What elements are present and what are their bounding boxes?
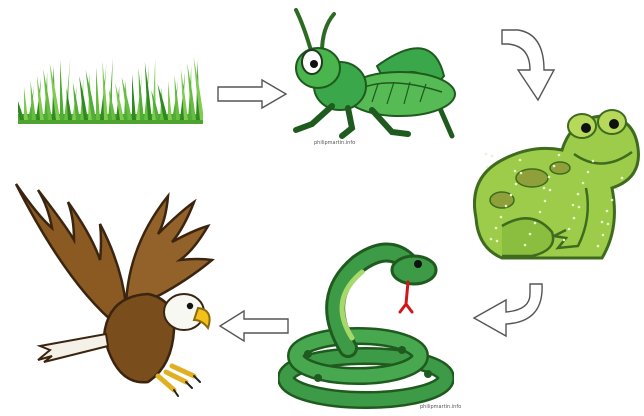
frog-spot	[544, 200, 547, 203]
frog-spot	[510, 194, 513, 197]
frog-spot	[543, 187, 546, 190]
frog-spot	[486, 166, 489, 169]
grass-blade	[96, 67, 100, 120]
frog-spot	[572, 204, 575, 207]
frog-spot	[490, 238, 493, 241]
frog-spot	[577, 193, 580, 196]
frog-spot	[621, 177, 624, 180]
frog-spot	[520, 172, 523, 175]
frog-spot	[558, 154, 561, 157]
frog-spot	[582, 182, 585, 185]
frog-spot	[606, 210, 609, 213]
frog-spot	[515, 183, 518, 186]
grass-blade	[79, 76, 88, 120]
frog-spot	[607, 223, 610, 226]
frog-spot	[514, 170, 517, 173]
arrow-frog-to-snake	[470, 282, 546, 340]
frog-spot	[549, 189, 552, 192]
frog-spot	[529, 233, 532, 236]
frog-spot	[519, 159, 522, 162]
frog-spot	[500, 216, 503, 219]
frog-spot	[578, 206, 581, 209]
frog-spot	[485, 153, 488, 156]
frog-spot	[495, 227, 498, 230]
frog-spot	[553, 165, 556, 168]
frog-spot	[534, 222, 537, 225]
frog-spot	[563, 239, 566, 242]
frog-spot	[616, 188, 619, 191]
frog-spot	[573, 217, 576, 220]
grass-blade	[132, 74, 136, 120]
grass-blade	[187, 63, 196, 120]
grasshopper-credit: philipmartin.info	[314, 140, 355, 146]
frog-spot	[601, 221, 604, 224]
eagle-image	[8, 176, 220, 398]
frog-spot	[491, 155, 494, 158]
snake-image	[278, 238, 454, 410]
grasshopper-image	[282, 6, 462, 146]
frog-spot	[568, 228, 571, 231]
frog-spot	[602, 234, 605, 237]
frog-spot	[611, 199, 614, 202]
grass-blade	[24, 87, 28, 120]
frog-spot	[539, 211, 542, 214]
frog-image	[462, 108, 644, 266]
arrow-grasshopper-to-frog	[498, 26, 558, 104]
grass-blade	[60, 60, 64, 120]
grass-image	[18, 52, 203, 124]
frog-spot	[597, 245, 600, 248]
grass-blade	[43, 69, 52, 120]
frog-spot	[548, 176, 551, 179]
frog-spot	[587, 171, 590, 174]
arrow-snake-to-eagle	[218, 309, 290, 343]
frog-spot	[496, 240, 499, 243]
frog-spot	[505, 205, 508, 208]
grass-blade	[168, 81, 172, 120]
snake-credit: philipmartin.info	[420, 404, 461, 410]
frog-spot	[524, 244, 527, 247]
frog-spot	[592, 160, 595, 163]
arrow-grass-to-grasshopper	[216, 78, 288, 110]
